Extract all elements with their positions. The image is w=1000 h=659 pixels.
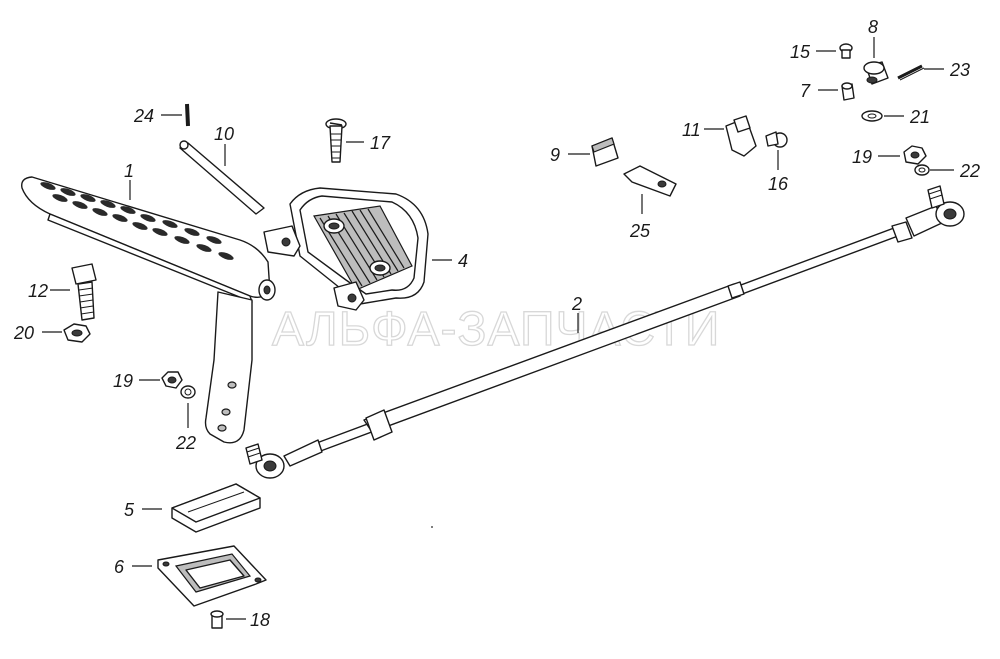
callout-15: 15 bbox=[790, 42, 811, 62]
clip-part bbox=[623, 165, 677, 197]
watermark: АЛЬФА-ЗАПЧАСТИ bbox=[272, 303, 720, 356]
callout-6: 6 bbox=[114, 557, 125, 577]
pedal-part bbox=[21, 176, 276, 444]
screw-16-part bbox=[765, 131, 788, 148]
callout-20: 20 bbox=[13, 323, 34, 343]
callout-10: 10 bbox=[214, 124, 234, 144]
callout-22-right: 22 bbox=[959, 161, 980, 181]
washer-left-part bbox=[180, 385, 196, 399]
callout-2: 2 bbox=[571, 294, 582, 314]
callout-12: 12 bbox=[28, 281, 48, 301]
cover-plate-part bbox=[157, 545, 267, 607]
cable-part bbox=[245, 185, 965, 479]
bracket-part bbox=[263, 187, 429, 311]
pedal-slots bbox=[40, 182, 234, 260]
screw-part bbox=[325, 118, 347, 163]
callout-11: 11 bbox=[682, 120, 701, 140]
callout-19-right: 19 bbox=[852, 147, 872, 167]
callout-1: 1 bbox=[124, 161, 134, 181]
screw-15-part bbox=[839, 43, 853, 59]
plate-part bbox=[171, 483, 261, 533]
clip-bracket-part bbox=[725, 115, 757, 157]
pin-part bbox=[185, 103, 190, 127]
callout-23: 23 bbox=[949, 60, 970, 80]
washer-right-part bbox=[914, 164, 930, 176]
axle-rod-part bbox=[179, 140, 265, 215]
callout-5: 5 bbox=[124, 500, 135, 520]
sleeve-part bbox=[841, 82, 855, 101]
nut-part bbox=[63, 323, 91, 343]
bushing-part bbox=[863, 61, 889, 85]
leader-lines bbox=[42, 37, 954, 620]
callout-17: 17 bbox=[370, 133, 391, 153]
callout-19-left: 19 bbox=[113, 371, 133, 391]
callout-labels: 1 2 4 5 6 7 8 9 10 11 12 15 16 17 18 19 … bbox=[13, 17, 980, 630]
plug-part bbox=[591, 137, 619, 167]
nut-right-part bbox=[903, 145, 927, 165]
callout-8: 8 bbox=[868, 17, 878, 37]
bolt-part bbox=[71, 263, 97, 321]
washer-21-part bbox=[861, 110, 883, 122]
callout-7: 7 bbox=[800, 81, 811, 101]
callout-25: 25 bbox=[629, 221, 651, 241]
screw-small-part bbox=[210, 610, 224, 629]
callout-22-left: 22 bbox=[175, 433, 196, 453]
callout-16: 16 bbox=[768, 174, 789, 194]
callout-24: 24 bbox=[133, 106, 154, 126]
nut-left-part bbox=[161, 371, 183, 389]
callout-18: 18 bbox=[250, 610, 270, 630]
callout-21: 21 bbox=[909, 107, 930, 127]
callout-4: 4 bbox=[458, 251, 468, 271]
cotter-pin-part bbox=[897, 64, 925, 81]
callout-9: 9 bbox=[550, 145, 560, 165]
